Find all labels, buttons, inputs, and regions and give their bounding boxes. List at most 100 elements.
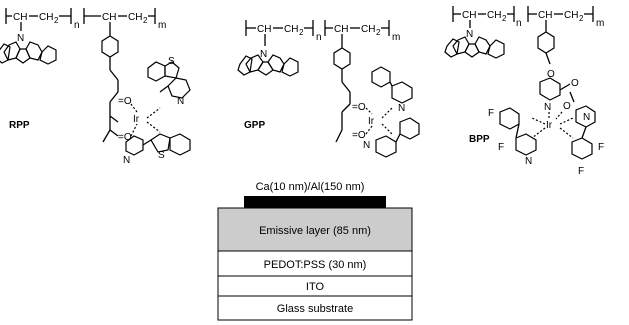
bond	[581, 126, 587, 139]
molecule-name: RPP	[9, 120, 30, 131]
bond	[341, 81, 351, 93]
glass-substrate-layer	[217, 295, 413, 321]
ring	[150, 133, 171, 153]
cathode-label: Ca(10 nm)/Al(150 nm)	[256, 181, 365, 193]
ch2-label: CH	[361, 24, 375, 35]
bond	[341, 103, 351, 113]
ring	[25, 41, 43, 61]
bond	[109, 69, 119, 81]
bond	[559, 83, 571, 91]
ring	[515, 133, 537, 156]
ito-layer-label: ITO	[306, 281, 325, 293]
coordination-bond	[146, 107, 161, 119]
fluorine-label: F	[488, 108, 494, 119]
bond	[515, 123, 520, 139]
ch2-label: CH	[284, 24, 298, 35]
ring	[0, 43, 11, 64]
ring	[257, 61, 274, 76]
nitrogen-label: N	[398, 103, 405, 114]
ch2-label: CH	[564, 10, 578, 21]
iridium-label: Ir	[368, 116, 375, 127]
ring	[464, 43, 480, 58]
nitrogen-label: N	[544, 102, 551, 113]
coordination-bond	[130, 123, 138, 137]
bond	[389, 81, 393, 87]
ch-label: CH	[13, 12, 27, 23]
coordination-bond	[381, 107, 393, 119]
coordination-bond	[365, 125, 373, 135]
n-subscript: n	[516, 18, 522, 29]
ring	[537, 31, 555, 54]
bond	[109, 91, 119, 103]
iridium-label: Ir	[546, 120, 553, 131]
molecule-gpp: CH CH 2 n CH CH 2 m N =O =O Ir	[237, 20, 420, 158]
fluorine-label: F	[578, 166, 584, 177]
ring	[571, 137, 593, 160]
ring	[499, 107, 520, 130]
fluorine-label: F	[498, 142, 504, 153]
ring	[575, 105, 596, 128]
coordination-bond	[531, 117, 546, 125]
ring	[147, 61, 166, 82]
coordination-bond	[559, 117, 574, 125]
ring	[474, 36, 491, 55]
oxygen-label: O	[547, 69, 555, 80]
pedot-layer-label: PEDOT:PSS (30 nm)	[264, 259, 367, 271]
molecule-bpp: CH CH 2 n CH CH 2 m N O N O O Ir	[444, 6, 604, 177]
oxygen-label: O	[571, 78, 579, 89]
coordination-bond	[130, 103, 138, 113]
oxygen-label: O	[563, 101, 571, 112]
ring	[164, 61, 180, 79]
carbonyl-label: =O	[352, 130, 366, 141]
ch-label: CH	[538, 10, 552, 21]
m-subscript: m	[596, 18, 604, 29]
glass-substrate-label: Glass substrate	[277, 303, 353, 315]
n-subscript: n	[74, 20, 80, 31]
iridium-label: Ir	[133, 114, 140, 125]
coordination-bond	[555, 111, 563, 120]
emissive-layer	[217, 207, 413, 252]
ring	[487, 39, 505, 59]
molecule-name: GPP	[244, 120, 265, 131]
ring	[39, 45, 57, 65]
bond	[109, 129, 119, 137]
subscript-2: 2	[54, 16, 59, 25]
emissive-layer-label: Emissive layer (85 nm)	[259, 225, 371, 237]
ring	[539, 77, 561, 101]
ring	[237, 55, 253, 76]
nitrogen-label: N	[177, 96, 184, 107]
ring	[281, 57, 299, 77]
device-stack: Ca(10 nm)/Al(150 nm) Emissive layer (85 …	[217, 181, 413, 321]
m-subscript: m	[392, 32, 400, 43]
coordination-bond	[146, 121, 161, 133]
sulfur-label: S	[168, 56, 175, 67]
ring	[167, 77, 191, 99]
m-subscript: m	[158, 20, 166, 31]
subscript-2: 2	[299, 28, 304, 37]
fluorine-label: F	[598, 142, 604, 153]
ch2-label: CH	[128, 12, 142, 23]
subscript-2: 2	[579, 14, 584, 23]
carbonyl-label: =O	[352, 102, 366, 113]
nitrogen-label: N	[583, 112, 590, 123]
ring	[333, 47, 351, 70]
ch2-label: CH	[39, 12, 53, 23]
ring	[125, 135, 144, 156]
coordination-bond	[531, 127, 546, 139]
nitrogen-label: N	[123, 155, 130, 166]
n-subscript: n	[316, 32, 322, 43]
ring	[101, 35, 119, 58]
bond	[335, 129, 343, 143]
ch-label: CH	[462, 10, 476, 21]
bond	[159, 85, 169, 93]
bond	[545, 52, 551, 65]
ch2-label: CH	[487, 10, 501, 21]
ring	[169, 133, 191, 156]
ring	[371, 66, 391, 88]
nitrogen-label: N	[17, 33, 24, 44]
bond	[569, 91, 575, 103]
bond	[109, 115, 119, 123]
ch-label: CH	[257, 24, 271, 35]
coordination-bond	[559, 127, 574, 139]
nitrogen-label: N	[466, 29, 473, 40]
